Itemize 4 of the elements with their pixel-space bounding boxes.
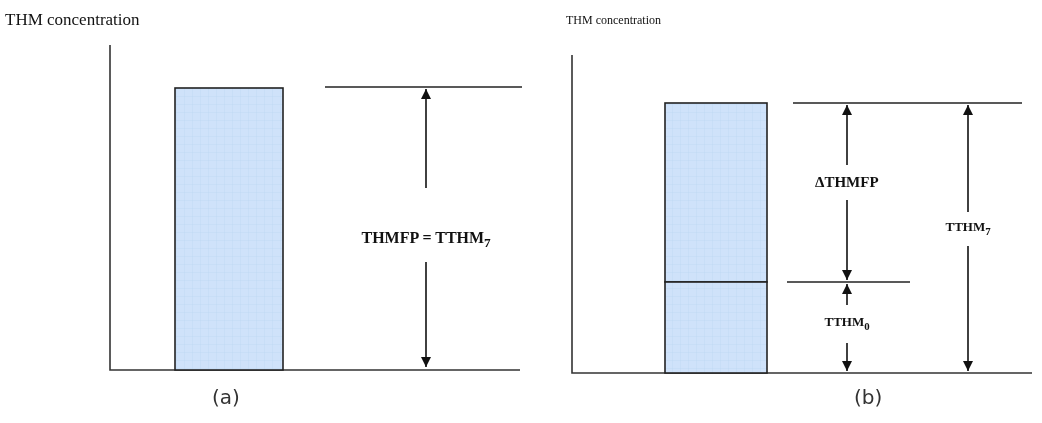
- axis-label: THM concentration: [566, 13, 661, 27]
- panel-label: (a): [212, 386, 240, 408]
- panel-label: (b): [854, 386, 883, 408]
- axis-label: THM concentration: [5, 10, 140, 30]
